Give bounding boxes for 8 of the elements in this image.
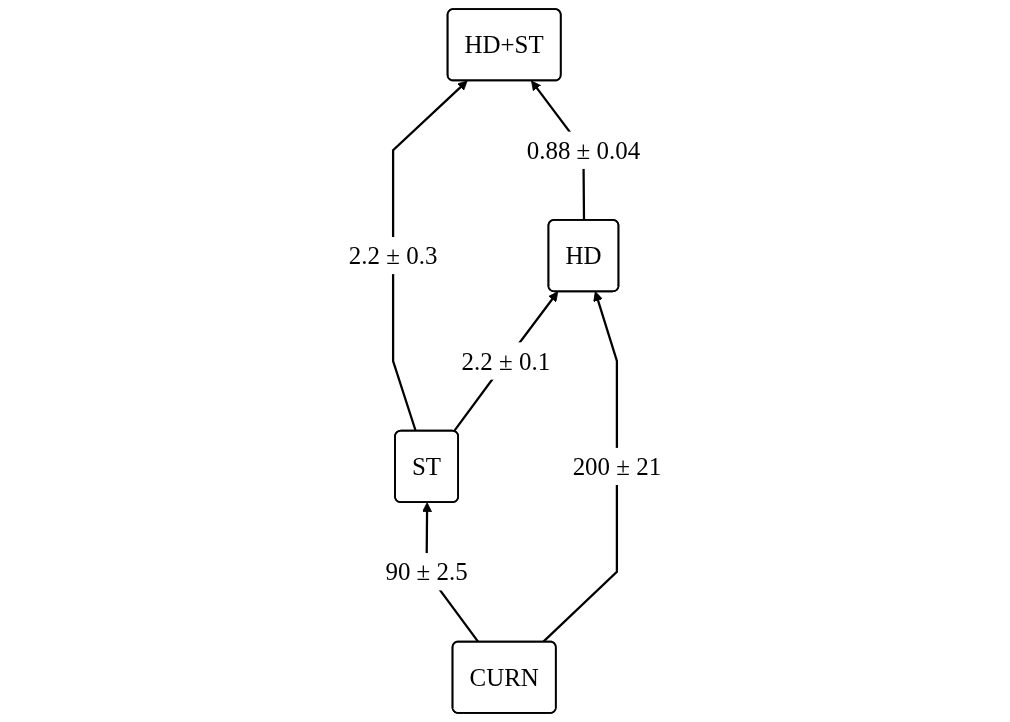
edge-label: 0.88 ± 0.04 — [526, 136, 641, 165]
edge-label: 200 ± 21 — [572, 452, 662, 481]
edge-label: 2.2 ± 0.1 — [461, 346, 551, 376]
arrow — [542, 291, 619, 643]
edge-label: 2.2 ± 0.3 — [348, 241, 438, 270]
edge-label: 90 ± 2.5 — [385, 557, 468, 586]
arrow — [391, 80, 468, 432]
arrow — [453, 291, 559, 433]
